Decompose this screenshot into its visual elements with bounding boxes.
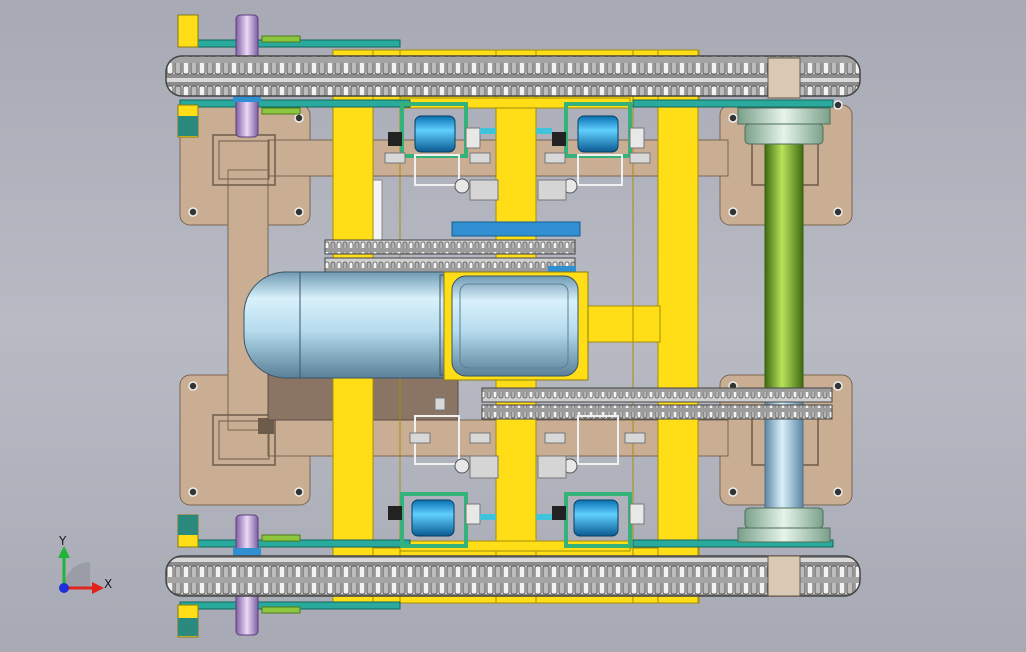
chain-top <box>165 55 861 97</box>
collar-bottom-2 <box>737 527 831 543</box>
pocket-3 <box>212 414 276 466</box>
gearbox-inner <box>459 283 569 369</box>
chain-inner-upper-2 <box>324 257 576 273</box>
gearbox <box>451 275 579 377</box>
axis-triad: Y X <box>58 534 112 594</box>
pocket-dark <box>258 418 274 434</box>
chain-inner-upper-1 <box>324 239 576 255</box>
triad-shadow-arc <box>64 562 90 588</box>
drive-shaft <box>737 57 831 597</box>
x-axis-label: X <box>104 577 112 591</box>
y-axis-label: Y <box>58 534 67 548</box>
chain-inner-lower-2 <box>481 404 833 420</box>
end-blocks <box>177 14 199 638</box>
blue-plate-1 <box>451 221 581 237</box>
roller-assemblies <box>384 102 651 548</box>
shaft-green <box>764 139 804 391</box>
collar-bottom <box>744 507 824 529</box>
y-axis-head <box>58 546 70 558</box>
pin-bottom-collar <box>233 548 261 558</box>
shaft-bottom-stub <box>767 555 801 597</box>
pin-top-collar <box>233 92 261 102</box>
x-axis-head <box>92 582 104 594</box>
chain-bottom <box>165 555 861 597</box>
frame-mid-link <box>579 305 661 343</box>
pocket-2 <box>218 140 270 180</box>
pocket-4 <box>218 420 270 460</box>
chain-inner-lower-1 <box>481 387 833 403</box>
roller-top-left <box>388 102 499 201</box>
shaft-top-stub <box>767 57 801 99</box>
frame-col-3 <box>657 49 699 604</box>
roller-bottom-left <box>388 415 499 548</box>
motor-body-right <box>299 271 451 379</box>
z-axis-origin <box>59 583 69 593</box>
green-flat-bars <box>261 35 301 614</box>
collar-top <box>737 107 831 125</box>
blue-plate-2 <box>548 266 576 276</box>
motor <box>243 271 589 381</box>
roller-top-right <box>537 102 645 201</box>
collar-top-2 <box>744 123 824 145</box>
roller-bottom-right <box>537 415 645 548</box>
